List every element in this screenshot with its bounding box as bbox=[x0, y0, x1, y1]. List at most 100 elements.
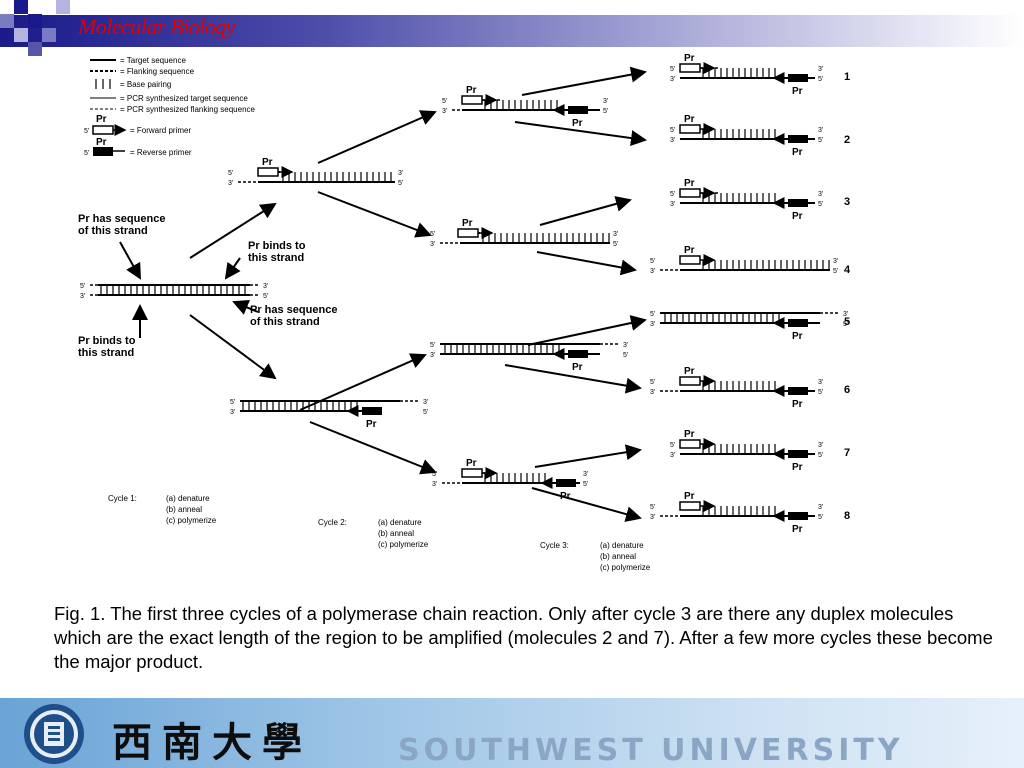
svg-text:(a) denature: (a) denature bbox=[600, 541, 644, 550]
annotations: Pr has sequence of this strand Pr binds … bbox=[78, 213, 337, 359]
flow-arrow bbox=[309, 421, 437, 475]
university-english-name: SOUTHWEST UNIVERSITY bbox=[398, 733, 904, 768]
cycle-2-label: Cycle 2: bbox=[318, 518, 347, 527]
duplex-original: 5'3'3'5' bbox=[80, 283, 268, 300]
svg-text:3': 3' bbox=[228, 180, 233, 187]
svg-text:5': 5' bbox=[650, 311, 655, 318]
svg-text:5': 5' bbox=[84, 128, 89, 135]
svg-text:3': 3' bbox=[818, 442, 823, 449]
svg-text:5': 5' bbox=[843, 321, 848, 328]
svg-text:3': 3' bbox=[603, 98, 608, 105]
legend: = Target sequence = Flanking sequence = … bbox=[84, 56, 256, 157]
svg-text:3': 3' bbox=[623, 342, 628, 349]
flow-arrow bbox=[317, 191, 432, 238]
flow-arrow bbox=[531, 487, 642, 522]
svg-text:Pr: Pr bbox=[792, 462, 803, 473]
svg-text:5': 5' bbox=[670, 191, 675, 198]
svg-text:Pr: Pr bbox=[366, 419, 377, 430]
legend-reverse-primer: = Reverse primer bbox=[130, 148, 192, 157]
svg-text:5': 5' bbox=[818, 76, 823, 83]
svg-text:(c) polymerize: (c) polymerize bbox=[166, 516, 217, 525]
legend-flanking: = Flanking sequence bbox=[120, 67, 195, 76]
svg-text:3': 3' bbox=[650, 514, 655, 521]
legend-forward-primer: = Forward primer bbox=[130, 126, 191, 135]
svg-text:5': 5' bbox=[833, 268, 838, 275]
flow-arrow bbox=[536, 251, 637, 276]
svg-text:5': 5' bbox=[442, 98, 447, 105]
annotation-pr-has-seq-1: Pr has sequence bbox=[78, 213, 165, 225]
svg-text:(a) denature: (a) denature bbox=[166, 494, 210, 503]
svg-text:5': 5' bbox=[818, 389, 823, 396]
svg-text:5': 5' bbox=[398, 180, 403, 187]
svg-text:5': 5' bbox=[613, 241, 618, 248]
svg-text:Pr: Pr bbox=[792, 331, 803, 342]
svg-text:5': 5' bbox=[670, 442, 675, 449]
svg-text:Pr: Pr bbox=[684, 429, 695, 440]
svg-text:(b) anneal: (b) anneal bbox=[166, 505, 202, 514]
molecule-number-7: 7 bbox=[844, 447, 850, 459]
svg-text:(c) polymerize: (c) polymerize bbox=[600, 563, 651, 572]
svg-text:3': 3' bbox=[670, 76, 675, 83]
svg-text:5': 5' bbox=[603, 108, 608, 115]
header-squares-decoration bbox=[0, 0, 90, 60]
duplex-cycle1-top: 5'3'3'5'Pr bbox=[228, 157, 403, 187]
svg-text:3': 3' bbox=[430, 352, 435, 359]
molecule-number-8: 8 bbox=[844, 510, 850, 522]
svg-text:3': 3' bbox=[423, 399, 428, 406]
molecule-number-3: 3 bbox=[844, 196, 850, 208]
annotation-pr-binds-1: Pr binds to bbox=[248, 240, 306, 252]
svg-text:Pr: Pr bbox=[792, 524, 803, 535]
svg-text:3': 3' bbox=[818, 504, 823, 511]
duplex-cycle2-b: 5'3'3'5'Pr bbox=[430, 218, 618, 248]
legend-pcr-target: = PCR synthesized target sequence bbox=[120, 94, 248, 103]
svg-text:Pr: Pr bbox=[684, 114, 695, 125]
svg-text:5': 5' bbox=[670, 127, 675, 134]
svg-text:Pr: Pr bbox=[792, 86, 803, 97]
annotation-of-this-strand-1: of this strand bbox=[78, 225, 148, 237]
legend-target: = Target sequence bbox=[120, 56, 186, 65]
svg-text:5': 5' bbox=[430, 231, 435, 238]
flow-arrow bbox=[539, 196, 632, 226]
flow-arrow bbox=[514, 121, 647, 147]
svg-text:Pr: Pr bbox=[792, 399, 803, 410]
figure-caption: Fig. 1. The first three cycles of a poly… bbox=[54, 603, 993, 672]
duplex-cycle1-bottom: 5' 3' 3' 5' Pr bbox=[230, 399, 428, 430]
svg-text:3': 3' bbox=[80, 293, 85, 300]
legend-pr-forward: Pr bbox=[96, 114, 107, 125]
svg-text:Pr: Pr bbox=[684, 245, 695, 256]
svg-text:(b) anneal: (b) anneal bbox=[600, 552, 636, 561]
svg-text:5': 5' bbox=[80, 283, 85, 290]
molecule-numbers: 1 2 3 4 5 6 7 8 bbox=[844, 71, 851, 522]
legend-base-pairing: = Base pairing bbox=[120, 80, 171, 89]
svg-text:3': 3' bbox=[670, 137, 675, 144]
svg-text:3': 3' bbox=[613, 231, 618, 238]
svg-text:5': 5' bbox=[818, 452, 823, 459]
svg-text:5': 5' bbox=[230, 399, 235, 406]
svg-text:3': 3' bbox=[818, 66, 823, 73]
svg-text:3': 3' bbox=[843, 311, 848, 318]
svg-text:3': 3' bbox=[650, 321, 655, 328]
svg-text:3': 3' bbox=[650, 268, 655, 275]
flow-arrow bbox=[189, 202, 277, 259]
svg-text:3': 3' bbox=[583, 471, 588, 478]
svg-text:5': 5' bbox=[84, 150, 89, 157]
header-bar bbox=[0, 15, 1024, 47]
flow-arrow bbox=[527, 315, 647, 346]
molecule-number-2: 2 bbox=[844, 134, 850, 146]
annotation-pr-has-seq-2: Pr has sequence bbox=[250, 304, 337, 316]
svg-text:Pr: Pr bbox=[684, 178, 695, 189]
svg-text:3': 3' bbox=[398, 170, 403, 177]
legend-pr-reverse: Pr bbox=[96, 137, 107, 148]
pcr-cycles-diagram: 5'3'3'5'5'3'3'5'Pr5'3'3'5'Pr5'3'3'5'PrPr… bbox=[78, 53, 851, 572]
svg-text:5': 5' bbox=[818, 201, 823, 208]
svg-text:Pr: Pr bbox=[684, 491, 695, 502]
svg-text:5': 5' bbox=[650, 258, 655, 265]
svg-text:5': 5' bbox=[423, 409, 428, 416]
cycle-3-label: Cycle 3: bbox=[540, 541, 569, 550]
svg-text:3': 3' bbox=[230, 409, 235, 416]
